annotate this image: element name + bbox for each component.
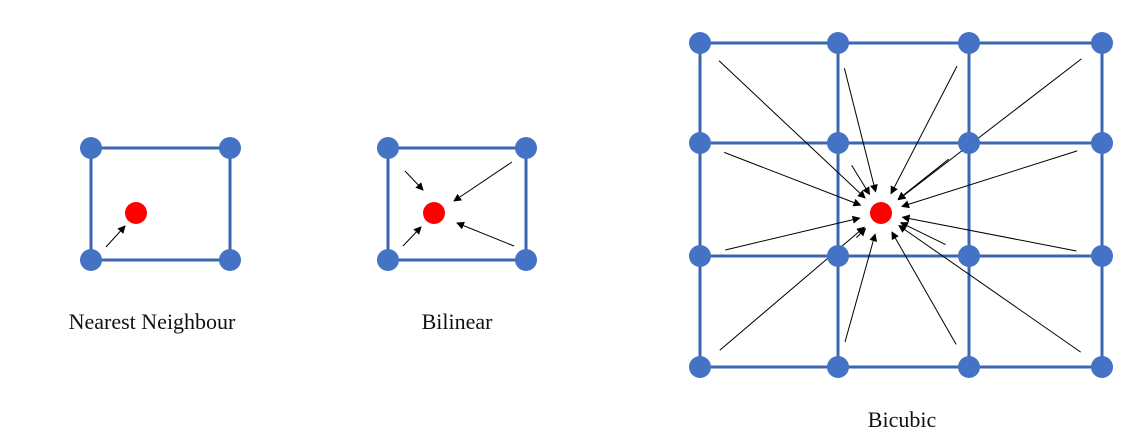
- arrow: [402, 226, 422, 247]
- arrow: [897, 58, 1082, 201]
- arrow: [901, 150, 1078, 209]
- grid-node: [958, 356, 980, 378]
- arrow: [897, 158, 950, 200]
- grid-node: [689, 132, 711, 154]
- arrow: [724, 151, 862, 207]
- grid-node: [1091, 132, 1113, 154]
- grid-node: [827, 245, 849, 267]
- bilinear-panel: [377, 137, 537, 271]
- grid-cell: [89, 146, 232, 262]
- grid-node: [689, 356, 711, 378]
- grid-node: [689, 32, 711, 54]
- arrow: [725, 215, 861, 251]
- bilinear-caption: Bilinear: [421, 309, 493, 334]
- grid-node: [689, 245, 711, 267]
- arrow: [453, 161, 513, 202]
- arrow: [844, 233, 878, 343]
- arrow: [851, 164, 871, 196]
- arrow: [843, 68, 878, 193]
- nearest-neighbour-caption: Nearest Neighbour: [68, 309, 236, 334]
- grid-node: [958, 32, 980, 54]
- grid-node: [377, 249, 399, 271]
- arrow: [901, 214, 1077, 252]
- grid-node: [219, 137, 241, 159]
- grid-node: [958, 132, 980, 154]
- grid-node: [1091, 245, 1113, 267]
- grid-node: [827, 132, 849, 154]
- grid-node: [827, 32, 849, 54]
- grid-node: [80, 249, 102, 271]
- target-point: [870, 202, 892, 224]
- nearest-neighbour-panel: [80, 137, 241, 271]
- target-point: [125, 202, 147, 224]
- grid-node: [827, 356, 849, 378]
- arrow: [891, 231, 957, 345]
- arrow: [456, 221, 515, 247]
- grid-node: [1091, 356, 1113, 378]
- grid-node: [515, 137, 537, 159]
- arrow: [898, 225, 1081, 353]
- bicubic-panel: [689, 32, 1113, 378]
- arrow: [404, 170, 424, 191]
- arrow: [899, 222, 946, 246]
- bicubic-caption: Bicubic: [867, 407, 937, 432]
- grid-node: [219, 249, 241, 271]
- grid-node: [958, 245, 980, 267]
- grid-node: [377, 137, 399, 159]
- grid-node: [1091, 32, 1113, 54]
- grid-node: [80, 137, 102, 159]
- grid-cell: [386, 146, 528, 262]
- arrow: [718, 60, 866, 199]
- target-point: [423, 202, 445, 224]
- grid-node: [515, 249, 537, 271]
- arrow: [105, 225, 126, 248]
- arrow: [890, 65, 958, 195]
